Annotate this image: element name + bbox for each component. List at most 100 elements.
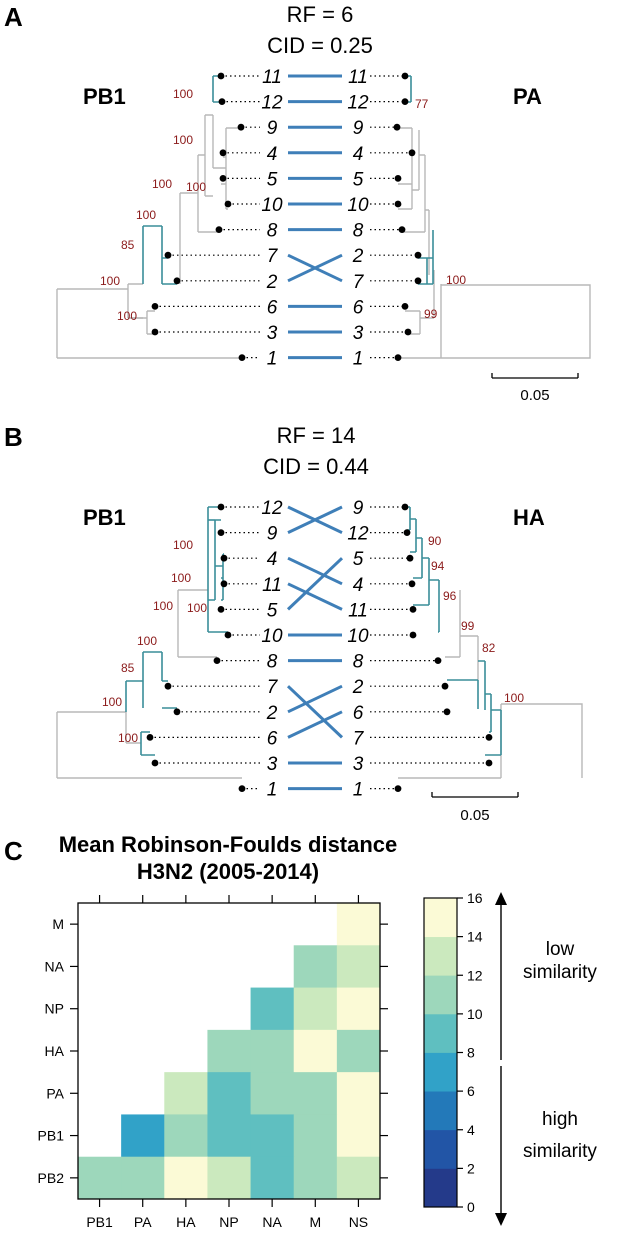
heatmap-cell [250,1029,295,1073]
left-leaf-label: 3 [267,323,278,344]
left-leaf-tip [164,251,172,259]
tanglegram-connector [287,684,343,714]
left-leaf-label: 9 [267,524,278,545]
heatmap-cell [250,1114,295,1158]
scale-bar-label: 0.05 [460,807,489,824]
left-leaf-label: 2 [266,272,278,293]
left-leaf-label: 10 [261,626,283,647]
right-leaf-tip [401,303,409,310]
left-leaf-label: 8 [267,221,278,242]
scale-bar-label: 0.05 [520,387,549,404]
left-leaf-tip [224,631,232,639]
x-tick-label: NS [349,1214,368,1230]
colorbar-bin [424,1052,457,1092]
right-leaf-label: 11 [348,600,368,621]
colorbar-bin [424,1129,457,1169]
x-tick-label: M [309,1214,321,1230]
right-leaf-tip [408,149,416,157]
heatmap-cell [250,987,295,1031]
panel-a-letter: A [4,2,23,32]
left-leaf-tip [224,200,232,208]
scale-bar-line [431,792,519,798]
high-label-line2: similarity [523,1141,597,1162]
heatmap-cell [336,1072,381,1115]
right-leaf-tip [401,98,409,105]
right-leaf-tip [404,328,412,336]
bootstrap-label: 85 [121,238,135,252]
right-leaf-tip [403,529,411,536]
right-leaf-tip [394,354,402,361]
bootstrap-label: 99 [424,307,438,321]
left-leaf-label: 6 [267,297,278,318]
y-tick-label: NA [45,958,65,974]
left-leaf-label: 1 [267,780,278,801]
panel-a-right-segment: PA [513,84,542,109]
left-leaf-tip [220,554,228,562]
left-leaf-tip [146,734,154,741]
left-leaf-tip [238,785,246,792]
colorbar-bin [424,1091,457,1131]
bootstrap-label: 82 [482,641,496,655]
right-leaf-label: 8 [353,221,364,242]
low-similarity-arrowhead [495,892,507,905]
x-tick-label: NA [262,1214,282,1230]
left-leaf-tip [219,175,227,182]
bootstrap-label: 99 [461,619,475,633]
left-leaf-tip [220,580,228,588]
scale-bar-line [491,373,579,379]
colorbar-tick-label: 4 [467,1122,475,1138]
x-tick-label: HA [176,1214,196,1230]
colorbar-bin [424,975,457,1015]
panel-a-scale-bar: 0.05 [491,373,579,404]
colorbar-tick-label: 14 [467,929,483,945]
left-leaf-tip [238,354,246,361]
panel-a-tanglegram: A RF = 6 CID = 0.25 PB1 PA [4,2,591,404]
heatmap-cell [164,1156,208,1200]
bootstrap-label: 100 [173,133,193,147]
left-leaf-label: 8 [267,652,278,673]
bootstrap-label: 100 [152,177,172,191]
right-leaf-tip [408,580,416,588]
bootstrap-label: 100 [118,731,138,745]
panel-b-cid: CID = 0.44 [263,454,369,479]
right-leaf-tip [401,72,409,80]
heatmap-cell [164,1072,208,1115]
y-tick-label: HA [45,1043,65,1059]
panel-a-right-tree [398,127,591,359]
panel-b-scale-bar: 0.05 [431,792,519,824]
bootstrap-label: 100 [136,208,156,222]
right-leaf-label: 4 [353,144,364,165]
colorbar-tick-label: 0 [467,1199,475,1215]
y-tick-label: M [52,916,64,932]
right-leaf-tip [398,226,406,234]
panel-b-right-tree-clades [405,506,502,756]
tanglegram-connector [287,253,343,283]
colorbar-bin [424,936,457,976]
left-leaf-label: 7 [267,246,279,267]
left-leaf-label: 11 [262,67,282,88]
heatmap-cell [250,1072,295,1115]
right-leaf-label: 4 [353,575,364,596]
heatmap-subtitle: H3N2 (2005-2014) [137,859,319,884]
bootstrap-label: 77 [415,97,429,111]
heatmap-cell [336,945,381,989]
colorbar-bin [424,1168,457,1208]
bootstrap-label: 100 [117,309,137,323]
heatmap-cell [336,903,381,946]
left-leaf-tip [215,226,223,234]
heatmap-cell [293,945,338,989]
right-leaf-tip [485,759,493,767]
left-leaf-tip [213,657,221,664]
y-tick-label: PA [46,1085,64,1101]
left-leaf-tip [217,606,225,613]
bootstrap-label: 96 [443,589,457,603]
bootstrap-label: 100 [100,274,120,288]
colorbar-tick-label: 16 [467,890,483,906]
y-tick-label: PB1 [38,1128,65,1144]
low-label-line1: low [546,939,575,960]
panel-a-rf: RF = 6 [287,2,354,27]
right-leaf-label: 10 [347,626,369,647]
right-leaf-label: 10 [347,195,369,216]
right-leaf-label: 3 [353,754,364,775]
